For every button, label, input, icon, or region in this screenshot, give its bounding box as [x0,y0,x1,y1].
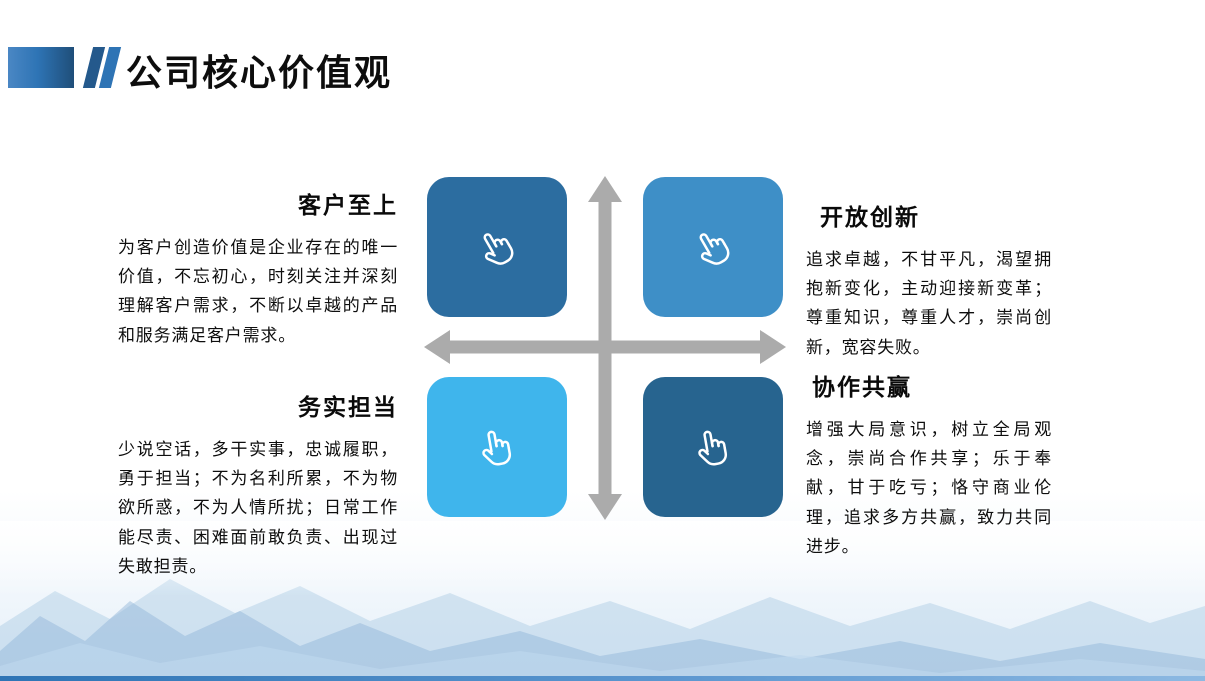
value-heading-pragmatic-responsibility: 务实担当 [298,394,398,420]
value-body-open-innovation: 追求卓越，不甘平凡，渴望拥抱新变化，主动迎接新变革；尊重知识，尊重人才，崇尚创新… [806,250,1052,357]
value-body-customer-first: 为客户创造价值是企业存在的唯一价值，不忘初心，时刻关注并深刻理解客户需求，不断以… [118,238,398,345]
value-heading-customer-first: 客户至上 [298,192,398,218]
value-block-customer-first: 客户至上 为客户创造价值是企业存在的唯一价值，不忘初心，时刻关注并深刻理解客户需… [118,186,398,350]
hand-click-icon [682,216,745,279]
tile-customer-first [427,177,567,317]
value-body-win-win-collaboration: 增强大局意识，树立全局观念，崇尚合作共享；乐于奉献，甘于吃亏；恪守商业伦理，追求… [806,420,1052,556]
tile-open-innovation [643,177,783,317]
value-heading-win-win-collaboration: 协作共赢 [812,374,912,400]
title-accent-bar [8,47,74,88]
mountain-mist-overlay [0,521,1205,596]
value-heading-open-innovation: 开放创新 [820,204,920,230]
horizontal-arrow [424,330,786,364]
hand-click-icon [470,420,523,473]
mountain-layer-back [0,579,1205,676]
cross-arrows-graphic [424,176,786,520]
value-block-open-innovation: 开放创新 追求卓越，不甘平凡，渴望拥抱新变化，主动迎接新变革；尊重知识，尊重人才… [806,198,1052,362]
value-block-pragmatic-responsibility: 务实担当 少说空话，多干实事，忠诚履职，勇于担当；不为名利所累，不为物欲所惑，不… [118,388,398,581]
hand-click-icon [466,216,529,279]
hand-click-icon [686,420,739,473]
value-block-win-win-collaboration: 协作共赢 增强大局意识，树立全局观念，崇尚合作共享；乐于奉献，甘于吃亏；恪守商业… [806,368,1052,561]
value-body-pragmatic-responsibility: 少说空话，多干实事，忠诚履职，勇于担当；不为名利所累，不为物欲所惑，不为人情所扰… [118,440,398,576]
tile-win-win-collaboration [643,377,783,517]
bottom-accent-bar [0,676,1205,681]
mountain-layer-front [0,643,1205,676]
tile-pragmatic-responsibility [427,377,567,517]
slide-title: 公司核心价值观 [126,52,393,93]
mountains-graphic [0,579,1205,676]
